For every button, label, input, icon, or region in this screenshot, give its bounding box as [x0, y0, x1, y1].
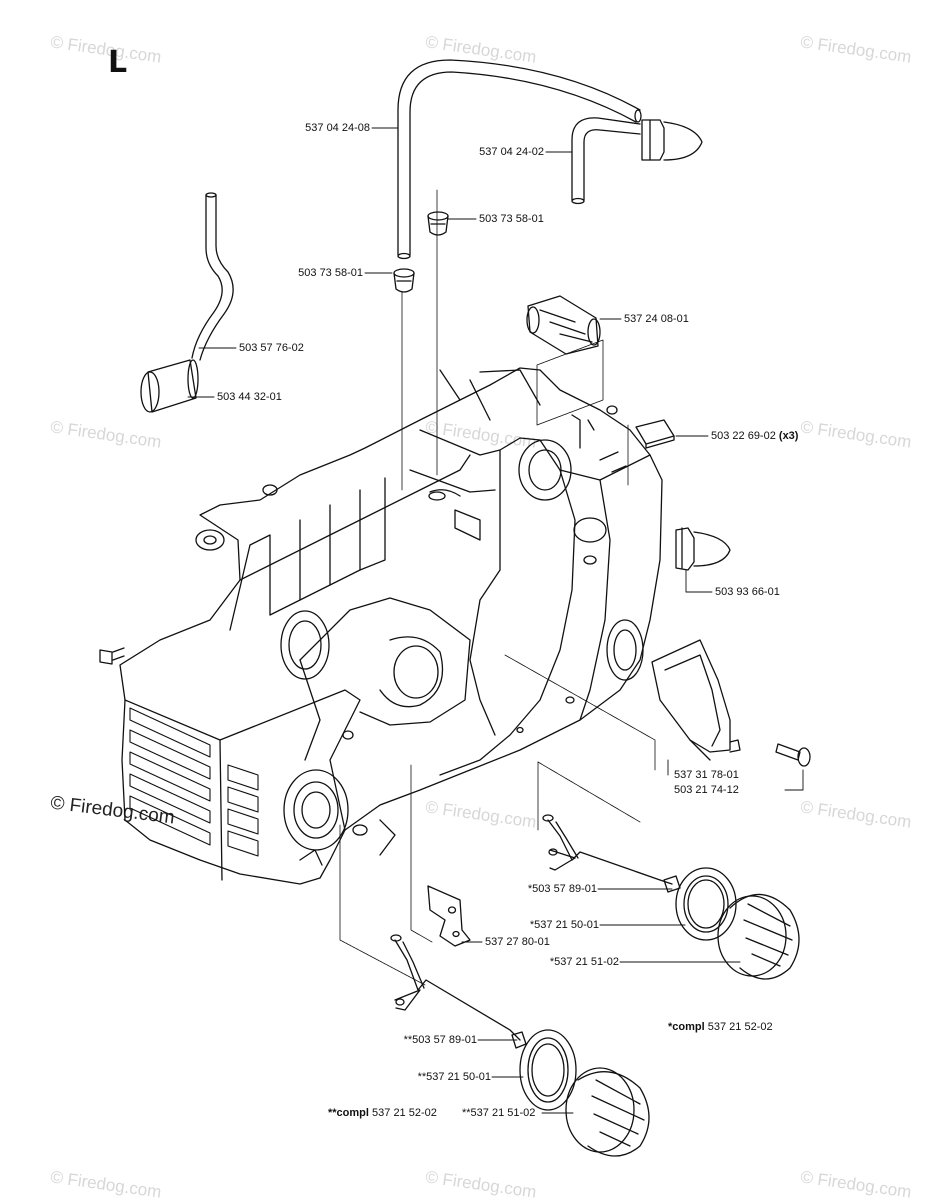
part-number: 537 21 52-02	[372, 1107, 437, 1119]
part-label-cap-upper: *537 21 51-02	[549, 956, 619, 968]
tank-cap-upper	[717, 893, 800, 980]
part-label-screw: 503 21 74-12	[674, 784, 739, 796]
part-label-seal-upper: *537 21 50-01	[529, 919, 599, 931]
bushing	[526, 295, 601, 355]
grommet-left	[393, 268, 415, 293]
screw	[775, 743, 811, 767]
fuel-pickup-hose	[191, 192, 234, 361]
crankcase	[119, 367, 663, 885]
seal-ring-lower	[519, 1029, 577, 1111]
bearing-ring-left	[280, 610, 330, 680]
part-label-compl-lower: **compl 537 21 52-02	[328, 1108, 437, 1119]
fuel-hose-short	[571, 117, 641, 205]
part-label-hose-short: 537 04 24-02	[479, 146, 544, 158]
bearing-ring-right	[606, 619, 644, 681]
leader-lines	[187, 127, 804, 1114]
tank-cap-lower	[565, 1067, 650, 1157]
part-number: 537 21 52-02	[707, 1021, 773, 1033]
bracket	[427, 885, 471, 947]
cap-strap-upper	[542, 814, 681, 893]
part-label-fuel-hose: 503 57 76-02	[239, 342, 304, 354]
part-label-strap-upper: *503 57 89-01	[527, 883, 597, 895]
crank-boss-top	[518, 439, 607, 543]
cylinder-base	[299, 597, 471, 761]
chain-guard	[651, 639, 741, 761]
oil-tank-port	[283, 769, 349, 851]
part-label-seal-lower: **537 21 50-01	[417, 1071, 491, 1083]
part-label-fuel-filter: 503 44 32-01	[217, 391, 282, 403]
primer-bulb-right	[675, 527, 731, 571]
part-label-strap-lower: **503 57 89-01	[403, 1034, 477, 1046]
primer-bulb-top	[641, 119, 703, 161]
part-label-bracket: 537 27 80-01	[485, 936, 550, 948]
part-label-hose-long: 537 04 24-08	[305, 122, 370, 134]
part-label-clip-nut: 503 22 69-02 (x3)	[711, 431, 798, 442]
compl-prefix: *compl	[668, 1021, 705, 1033]
quantity: (x3)	[778, 430, 799, 442]
part-number: 503 22 69-02	[711, 430, 776, 442]
part-label-guard: 537 31 78-01	[674, 769, 739, 781]
cap-strap-lower	[390, 934, 527, 1049]
seal-ring-upper	[675, 867, 737, 941]
part-label-cap-lower: **537 21 51-02	[462, 1107, 536, 1119]
clip-nut	[635, 419, 675, 449]
chassis-details	[99, 405, 618, 866]
fuel-filter	[140, 359, 199, 413]
part-label-compl-upper: *compl 537 21 52-02	[668, 1022, 773, 1033]
part-label-primer: 503 93 66-01	[715, 586, 780, 598]
cooling-fins	[129, 707, 259, 857]
assembly-lines	[339, 189, 656, 986]
grommet-top	[427, 211, 449, 236]
section-letter: L	[108, 45, 128, 80]
fuel-hose-long	[397, 59, 642, 260]
compl-prefix: **compl	[328, 1107, 369, 1119]
part-label-grommet-left: 503 73 58-01	[298, 267, 363, 279]
part-label-bushing: 537 24 08-01	[624, 313, 689, 325]
part-label-grommet-top: 503 73 58-01	[479, 213, 544, 225]
